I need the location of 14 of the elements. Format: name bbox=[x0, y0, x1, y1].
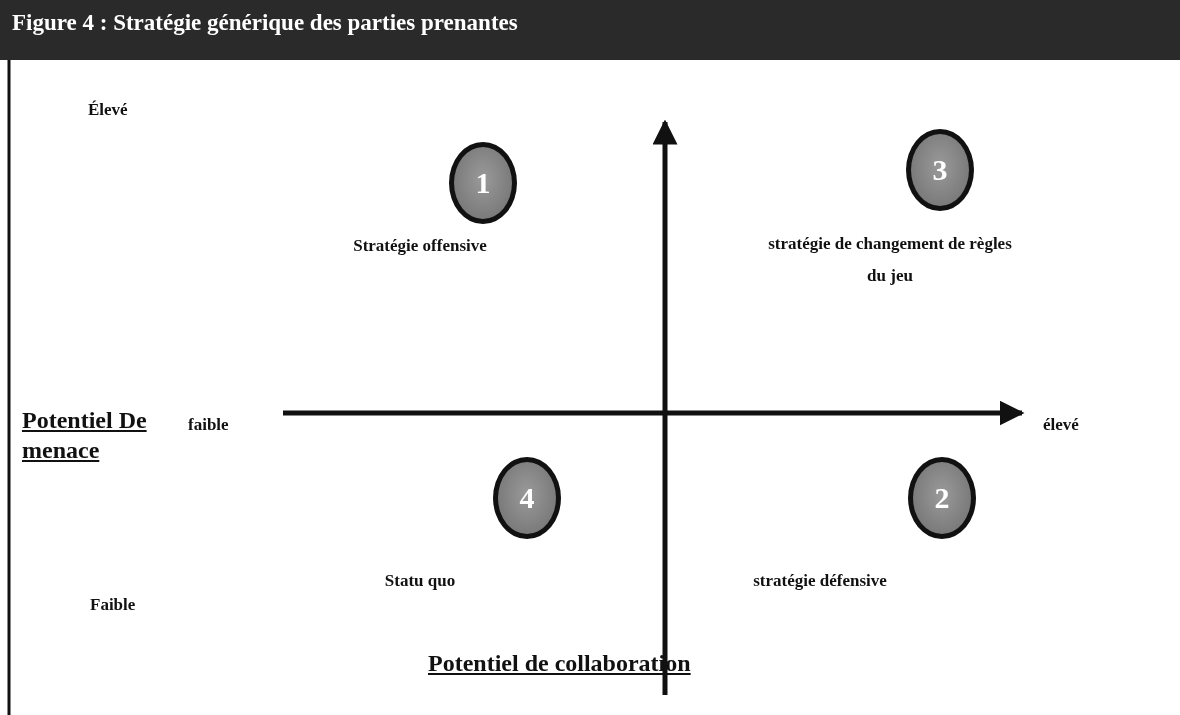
axis-label: élevé bbox=[1043, 415, 1079, 435]
circle-number: 3 bbox=[932, 153, 948, 187]
circle-number: 1 bbox=[475, 166, 491, 200]
axis-label: Élevé bbox=[88, 100, 128, 120]
axis-title: Potentiel De menace bbox=[22, 406, 148, 465]
quadrant-caption: Statu quo bbox=[383, 570, 457, 592]
axis-label: Faible bbox=[90, 595, 136, 615]
quadrant-caption: Stratégie offensive bbox=[352, 235, 488, 257]
figure-title: Figure 4 : Stratégie générique des parties prenantes bbox=[12, 10, 518, 36]
quadrant-caption: stratégie défensive bbox=[752, 570, 888, 592]
quadrant-caption: stratégie de changement de règles du jeu bbox=[767, 233, 1013, 288]
axis-label: faible bbox=[188, 415, 229, 435]
circle-number: 2 bbox=[934, 481, 950, 515]
circle-number: 4 bbox=[519, 481, 535, 515]
